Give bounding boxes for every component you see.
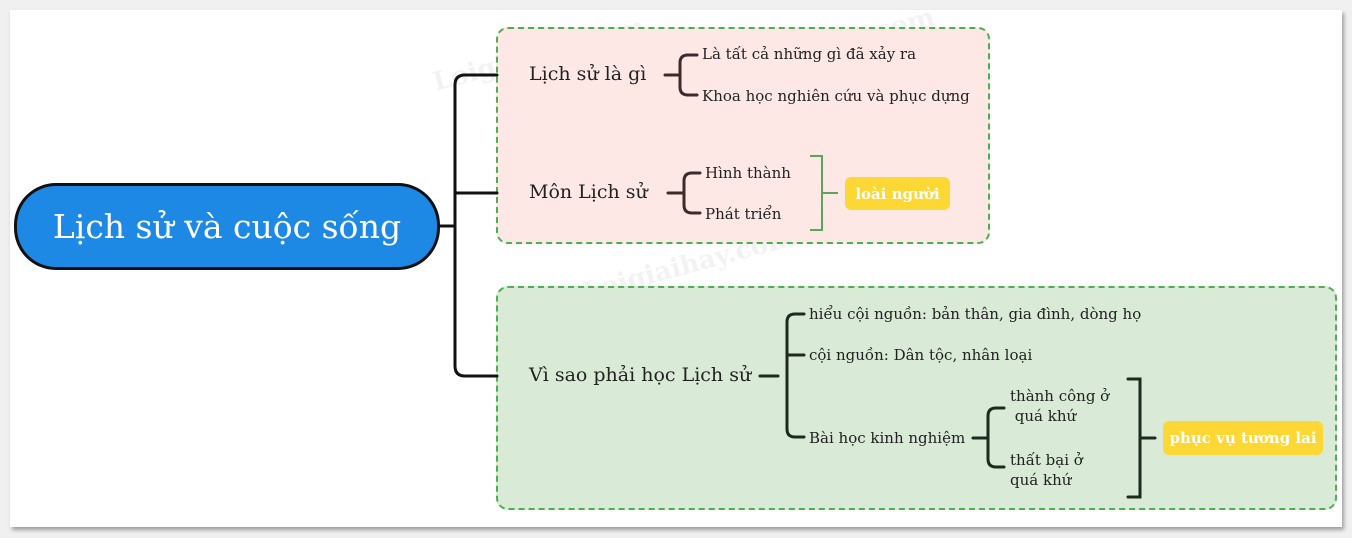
- summary-badge[interactable]: loài người: [845, 177, 950, 210]
- branch-why-learn-history[interactable]: Vì sao phải học Lịch sử: [529, 364, 752, 386]
- leaf-node[interactable]: Khoa học nghiên cứu và phục dựng: [702, 87, 970, 105]
- root-label: Lịch sử và cuộc sống: [52, 207, 402, 246]
- summary-badge[interactable]: phục vụ tương lai: [1163, 421, 1323, 455]
- leaf-node[interactable]: cội nguồn: Dân tộc, nhân loại: [809, 346, 1033, 364]
- leaf-node[interactable]: Phát triển: [705, 205, 782, 223]
- branch-history-subject[interactable]: Môn Lịch sử: [529, 181, 648, 203]
- leaf-node[interactable]: thành công ở quá khứ: [1010, 387, 1110, 425]
- group-box-why-learn: [496, 286, 1337, 510]
- leaf-node[interactable]: hiểu cội nguồn: bản thân, gia đình, dòng…: [809, 305, 1142, 323]
- branch-what-is-history[interactable]: Lịch sử là gì: [529, 63, 647, 85]
- leaf-node[interactable]: Bài học kinh nghiệm: [809, 429, 966, 447]
- leaf-node[interactable]: thất bại ở quá khứ: [1010, 451, 1083, 489]
- leaf-node[interactable]: Là tất cả những gì đã xảy ra: [702, 45, 917, 63]
- root-node[interactable]: Lịch sử và cuộc sống: [14, 183, 440, 270]
- leaf-node[interactable]: Hình thành: [705, 164, 791, 182]
